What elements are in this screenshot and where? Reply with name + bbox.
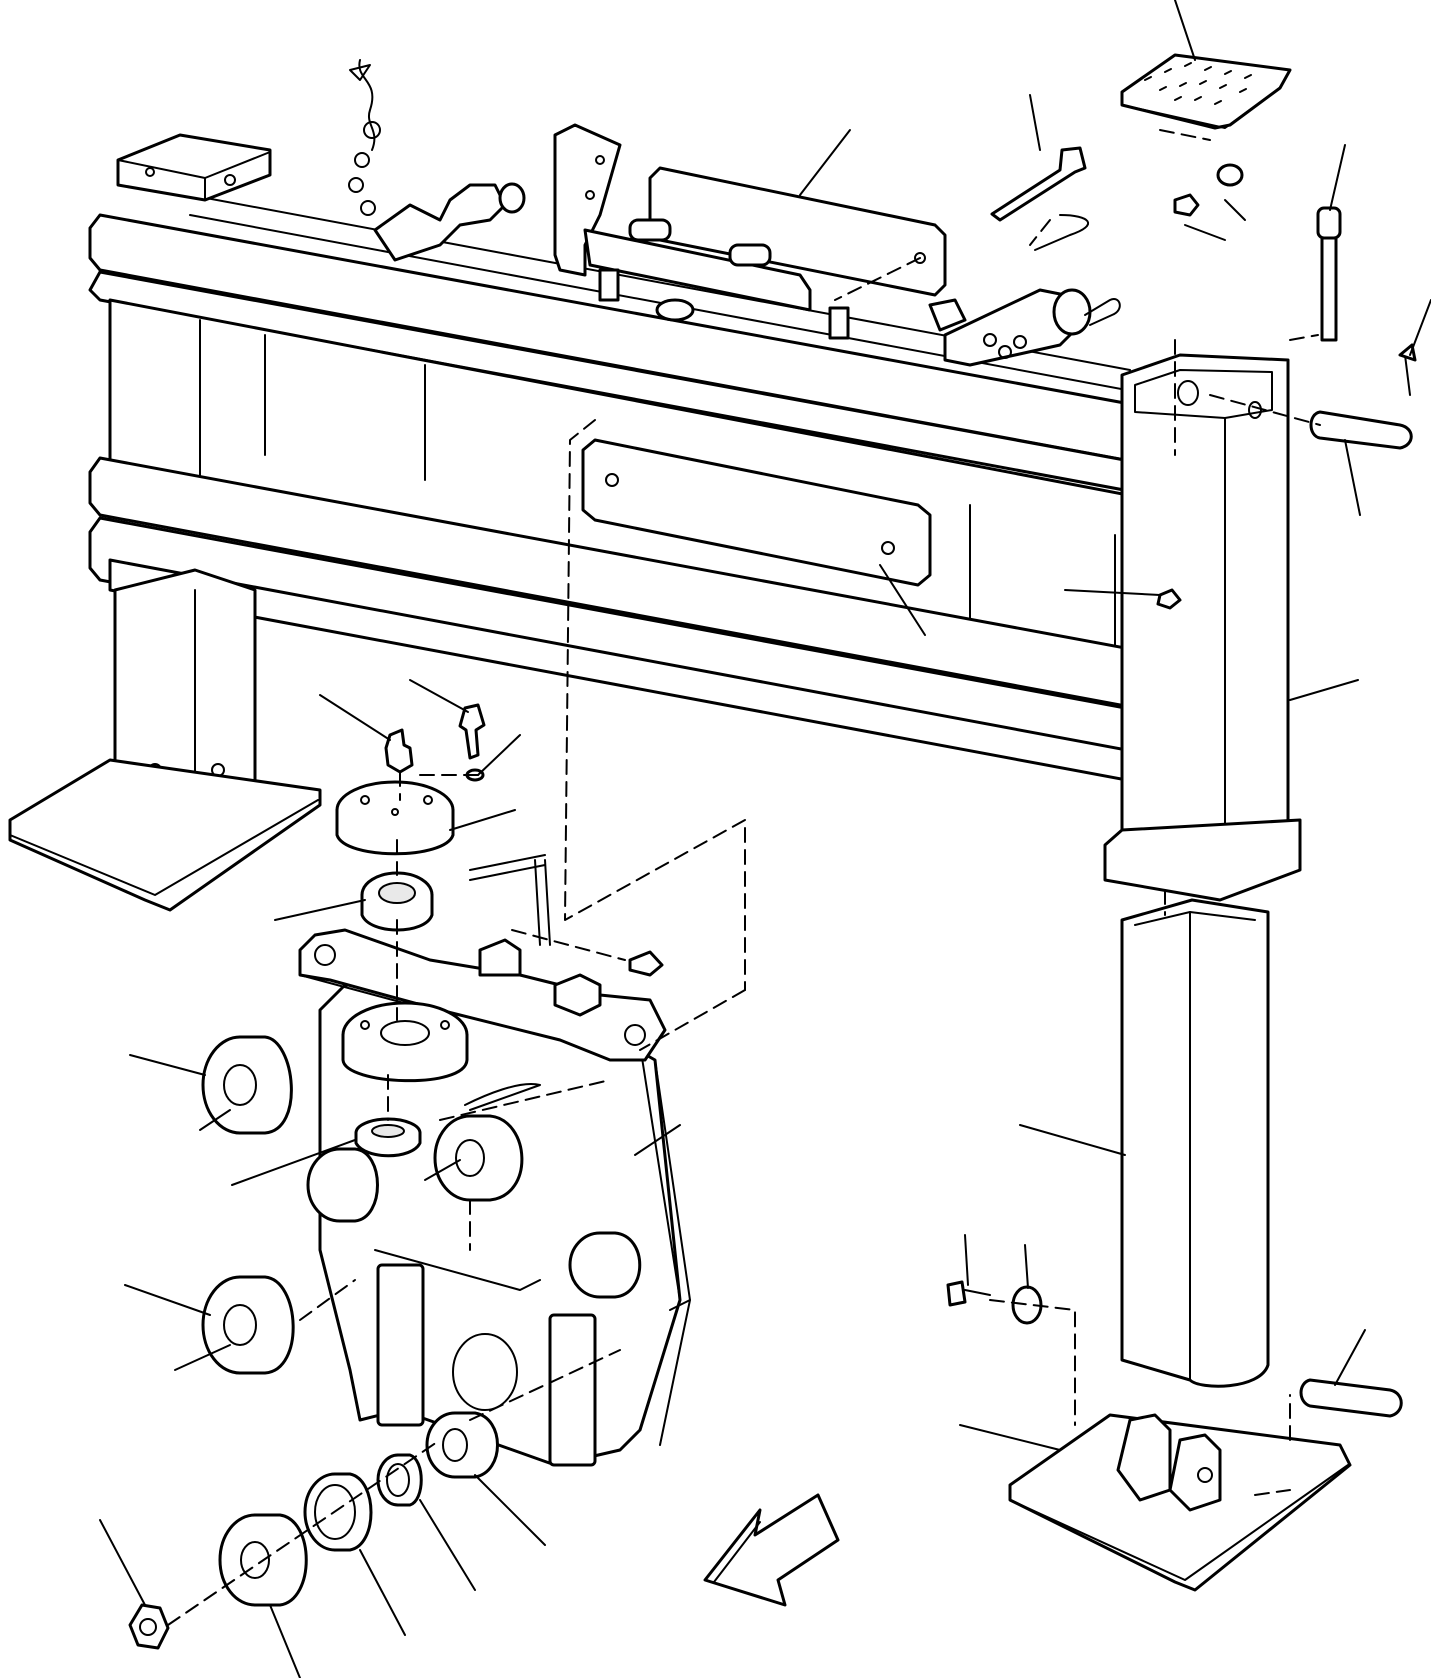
lock-nut (128, 1603, 170, 1650)
direction-arrow (703, 1493, 840, 1607)
roller-left-carriage (306, 1114, 642, 1299)
hitch-pin (928, 214, 1121, 367)
pivot-flange-disc (335, 780, 455, 856)
small-fasteners (1156, 163, 1244, 610)
right-post (1103, 353, 1302, 902)
top-bolt (990, 146, 1087, 222)
left-leg (8, 568, 322, 912)
roller-hub (425, 1411, 499, 1479)
guide-roller-upper (201, 1035, 293, 1135)
lever-pin (348, 59, 526, 262)
guide-roller-middle (201, 1275, 295, 1375)
column-foot (1008, 1413, 1352, 1592)
grease-nipple (384, 728, 414, 774)
leader-lines (99, 0, 1431, 1678)
assembly-lines (167, 129, 1321, 1626)
step-plate (1120, 53, 1292, 130)
column-bolt (946, 1280, 1043, 1325)
bearing-ring (303, 1472, 373, 1552)
post-bolt (1316, 206, 1342, 342)
column-pin (1299, 410, 1413, 1418)
pin-bracket (553, 123, 850, 340)
spacer-ring (376, 1453, 423, 1507)
flange-bolt (458, 703, 486, 782)
support-column (1120, 898, 1270, 1388)
chain-pin (469, 854, 664, 977)
carriage-plate (318, 983, 691, 1467)
cotter-pin (464, 343, 1417, 1111)
linkage-bar (581, 438, 932, 587)
guide-roller-lower (218, 1513, 308, 1607)
lower-seal (354, 1117, 422, 1158)
pivot-flange (298, 928, 667, 1083)
upper-bearing (360, 871, 434, 932)
cross-bar (648, 166, 947, 297)
